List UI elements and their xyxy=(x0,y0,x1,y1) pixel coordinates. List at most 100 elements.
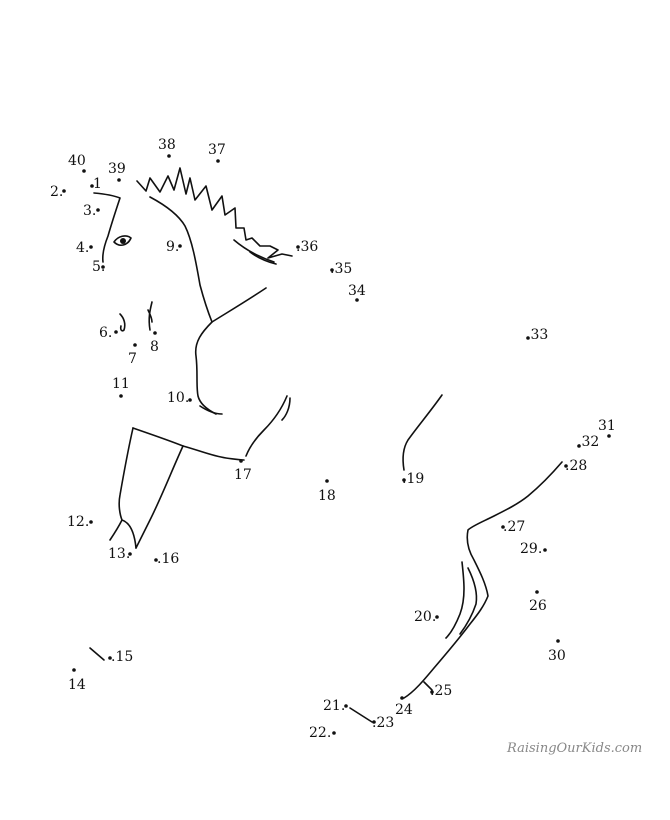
dot-point: 11 xyxy=(112,376,130,398)
dot-point: 24 xyxy=(395,696,413,718)
dot-marker xyxy=(355,298,359,302)
dot-marker xyxy=(101,265,105,269)
dot-point: 30 xyxy=(548,639,566,664)
dot-marker xyxy=(96,208,100,212)
dot-number-label: 6. xyxy=(99,325,112,341)
dot-marker xyxy=(325,479,329,483)
dot-point: 17 xyxy=(234,459,252,483)
dot-point: 31 xyxy=(598,418,616,438)
face-stroke xyxy=(93,192,121,263)
dot-number-label: 7 xyxy=(128,351,137,367)
dot-marker xyxy=(117,178,121,182)
numbered-dots: 12.3.4.5.6.789.10.1112.13..16.15141718.1… xyxy=(50,137,616,741)
dot-point: 1 xyxy=(90,176,102,192)
dot-marker xyxy=(372,720,376,724)
dot-marker xyxy=(114,330,118,334)
dot-point: 40 xyxy=(68,153,86,173)
dot-number-label: 38 xyxy=(158,137,176,153)
dot-point: .28 xyxy=(564,458,587,474)
dot-marker xyxy=(577,444,581,448)
dot-point: 21. xyxy=(323,698,348,714)
dot-point: 18 xyxy=(318,479,336,504)
dot-point: 20. xyxy=(414,609,439,625)
dot-point: 4. xyxy=(76,240,93,256)
dot-point: 26 xyxy=(529,590,547,614)
dot-marker xyxy=(330,268,334,272)
dot-point: .33 xyxy=(526,327,548,343)
dot-number-label: 2. xyxy=(50,184,63,200)
dot-marker xyxy=(400,696,404,700)
dot-number-label: 39 xyxy=(108,161,126,177)
dot-marker xyxy=(89,245,93,249)
dot-marker xyxy=(62,189,66,193)
dot-point: 34 xyxy=(348,283,366,302)
dot-marker xyxy=(435,615,439,619)
dot-marker xyxy=(128,552,132,556)
dot-marker xyxy=(296,245,300,249)
dot-point: 39 xyxy=(108,161,126,182)
dot-marker xyxy=(90,184,94,188)
dot-marker xyxy=(556,639,560,643)
dot-number-label: 8 xyxy=(150,339,159,355)
dot-number-label: 5. xyxy=(92,259,105,275)
dot-number-label: 3. xyxy=(83,203,96,219)
dot-number-label: .15 xyxy=(111,649,133,665)
dot-marker xyxy=(188,398,192,402)
dot-point: 10. xyxy=(167,390,192,406)
watermark-text: RaisingOurKids.com xyxy=(506,741,642,756)
dot-marker xyxy=(564,464,568,468)
dot-number-label: .19 xyxy=(402,471,424,487)
dot-number-label: 12. xyxy=(67,514,89,530)
dot-point: 2. xyxy=(50,184,66,200)
dot-marker xyxy=(153,331,157,335)
dot-point: 7 xyxy=(128,343,137,367)
dot-marker xyxy=(167,154,171,158)
dot-number-label: 40 xyxy=(68,153,86,169)
dot-number-label: .36 xyxy=(296,239,318,255)
dot-marker xyxy=(216,159,220,163)
dot-point: 38 xyxy=(158,137,176,158)
dot-marker xyxy=(108,656,112,660)
dot-number-label: 17 xyxy=(234,467,252,483)
dot-number-label: 10. xyxy=(167,390,189,406)
dot-marker xyxy=(501,525,505,529)
dot-number-label: .16 xyxy=(157,551,179,567)
dot-number-label: .28 xyxy=(565,458,587,474)
dot-number-label: .25 xyxy=(430,683,452,699)
dot-point: .35 xyxy=(330,261,352,277)
dot-number-label: .27 xyxy=(503,519,525,535)
dot-number-label: 29. xyxy=(520,541,542,557)
dot-marker xyxy=(119,394,123,398)
eye-stroke xyxy=(113,235,132,247)
dot-number-label: 26 xyxy=(529,598,547,614)
dot-number-label: 4. xyxy=(76,240,89,256)
dot-marker xyxy=(72,668,76,672)
dot-point: 29. xyxy=(520,541,547,557)
dot-point: .23 xyxy=(372,715,394,731)
dot-marker xyxy=(430,690,434,694)
dot-marker xyxy=(332,731,336,735)
dot-marker xyxy=(543,548,547,552)
dot-marker xyxy=(526,336,530,340)
dot-point: 37 xyxy=(208,142,226,163)
dot-point: 22. xyxy=(309,725,336,741)
dot-number-label: 30 xyxy=(548,648,566,664)
dot-point: .36 xyxy=(296,239,318,255)
dot-number-label: 24 xyxy=(395,702,413,718)
dot-marker xyxy=(89,520,93,524)
dot-number-label: .32 xyxy=(577,434,599,450)
dot-point: 6. xyxy=(99,325,118,341)
dot-point: .32 xyxy=(577,434,599,450)
dot-number-label: 37 xyxy=(208,142,226,158)
dot-point: .16 xyxy=(154,551,179,567)
dot-marker xyxy=(607,434,611,438)
dot-number-label: 34 xyxy=(348,283,366,299)
dot-number-label: 9. xyxy=(166,239,179,255)
dot-point: 5. xyxy=(92,259,105,275)
dot-number-label: 18 xyxy=(318,488,336,504)
horse-outline xyxy=(89,167,563,723)
dot-marker xyxy=(82,169,86,173)
dot-point: .25 xyxy=(430,683,452,699)
dot-marker xyxy=(178,244,182,248)
